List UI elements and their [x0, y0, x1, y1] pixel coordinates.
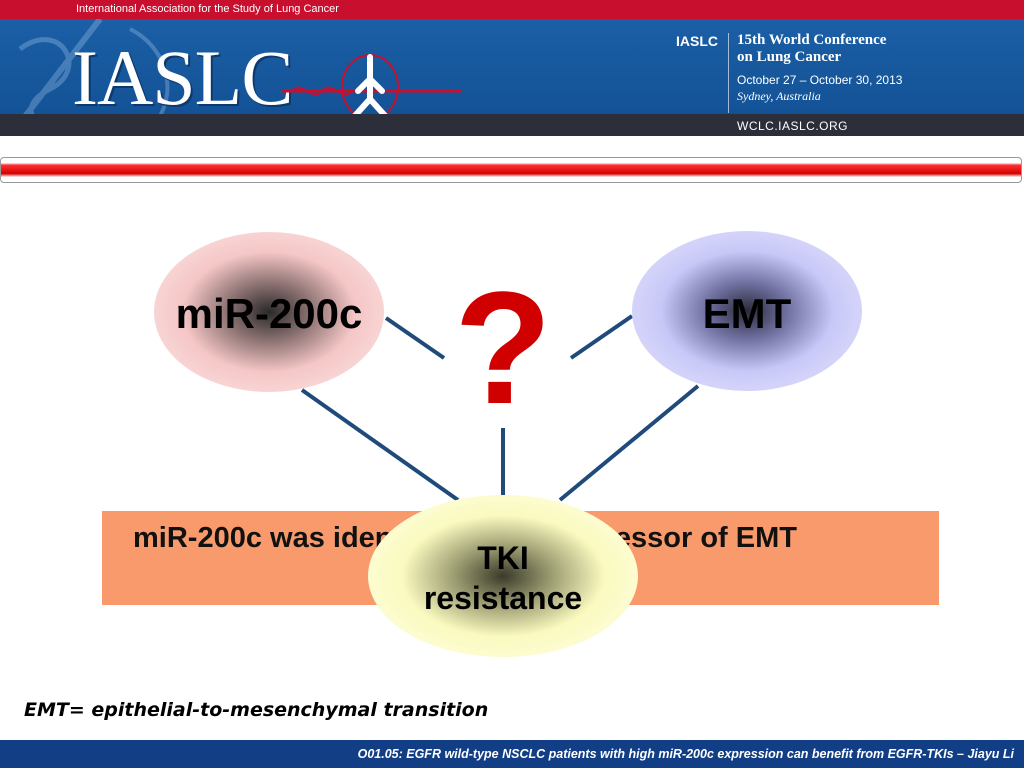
connector-emt-tki	[558, 384, 700, 502]
tki-label-line2: resistance	[423, 580, 583, 616]
tki-label-line1: TKI	[477, 540, 529, 576]
emt-footnote: EMT= epithelial-to-mesenchymal transitio…	[24, 699, 489, 721]
connector-mir-tki	[300, 388, 460, 502]
footer-citation: O01.05: EGFR wild-type NSCLC patients wi…	[357, 747, 1014, 761]
connector-emt-question	[569, 314, 634, 360]
emt-node	[632, 231, 862, 391]
mir-200c-label: miR-200c	[175, 290, 363, 337]
title-bar	[0, 157, 1022, 183]
conference-dates: October 27 – October 30, 2013	[737, 73, 903, 87]
association-name: International Association for the Study …	[76, 3, 339, 15]
conference-website: WCLC.IASLC.ORG	[737, 119, 849, 133]
mir-200c-node	[154, 232, 384, 392]
conference-title-line1: 15th World Conference	[737, 32, 887, 48]
tki-resistance-node	[368, 495, 638, 657]
question-mark: ?	[454, 258, 552, 437]
header-divider	[728, 33, 729, 113]
footer-bar: O01.05: EGFR wild-type NSCLC patients wi…	[0, 740, 1024, 768]
top-bar: International Association for the Study …	[0, 0, 1024, 19]
conference-banner: IASLC IASLC 15th World Conference on Lun…	[0, 19, 1024, 136]
banner-strip	[0, 114, 1024, 136]
conference-org: IASLC	[676, 33, 718, 49]
connector-mir-question	[384, 316, 446, 360]
emt-label: EMT	[702, 290, 792, 337]
iaslc-logo: IASLC	[72, 34, 293, 121]
conference-location: Sydney, Australia	[737, 89, 821, 103]
conference-title-line2: on Lung Cancer	[737, 49, 842, 65]
lungs-emblem-icon	[282, 54, 462, 122]
